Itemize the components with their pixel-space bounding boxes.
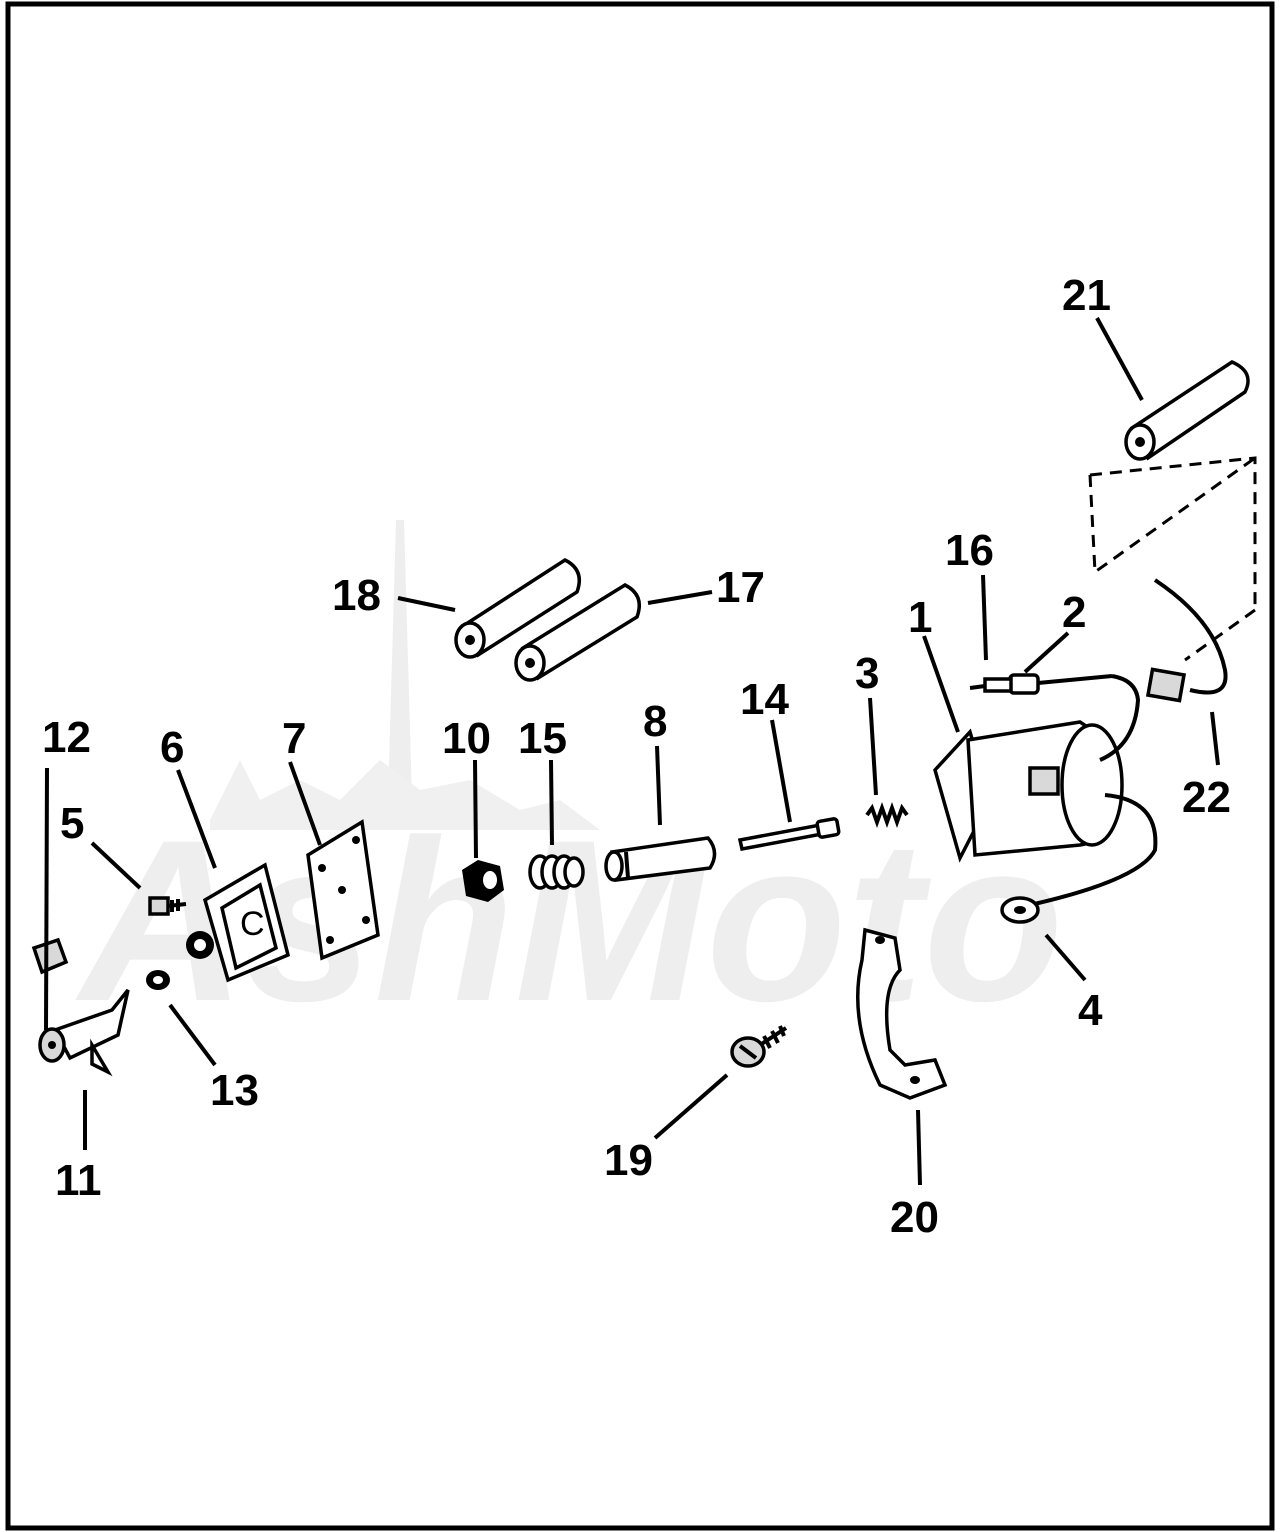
part-11-fitting xyxy=(38,988,130,1077)
part-19-bolt xyxy=(730,1025,788,1068)
label-part-6: 6 xyxy=(160,723,184,772)
label-part-7: 7 xyxy=(282,714,306,763)
part-labels: 21 18 17 16 2 1 3 14 8 10 15 7 6 12 5 22… xyxy=(42,271,1231,1242)
label-part-19: 19 xyxy=(604,1136,653,1185)
part-22-wire-connector xyxy=(1145,578,1228,703)
part-10-nut xyxy=(462,860,504,902)
label-part-13: 13 xyxy=(210,1066,259,1115)
leader-lines xyxy=(44,317,1220,1186)
part-5-screw xyxy=(148,896,187,916)
label-part-11: 11 xyxy=(55,1156,102,1205)
svg-text:C: C xyxy=(240,905,265,943)
part-18-tube xyxy=(454,557,581,659)
part-7-gasket xyxy=(306,819,380,961)
label-part-14: 14 xyxy=(740,675,789,724)
dashed-connector xyxy=(1088,456,1257,662)
label-part-8: 8 xyxy=(643,697,667,746)
label-part-3: 3 xyxy=(855,649,879,698)
label-part-5: 5 xyxy=(60,799,84,848)
label-part-12: 12 xyxy=(42,713,91,762)
part-8-sleeve xyxy=(604,836,717,882)
label-part-10: 10 xyxy=(442,714,491,763)
diagram-frame xyxy=(5,1,1275,1531)
label-part-20: 20 xyxy=(890,1193,939,1242)
label-part-17: 17 xyxy=(716,563,765,612)
watermark-spire xyxy=(388,520,412,800)
part-1-motor xyxy=(933,674,1158,907)
label-part-4: 4 xyxy=(1078,986,1103,1035)
part-2-16-connector xyxy=(969,673,1113,695)
label-part-2: 2 xyxy=(1062,588,1086,637)
part-6-cover: C xyxy=(186,862,291,983)
part-17-tube xyxy=(514,582,641,682)
label-part-22: 22 xyxy=(1182,773,1231,822)
label-part-16: 16 xyxy=(945,526,994,575)
part-15-spring xyxy=(528,854,585,890)
label-part-18: 18 xyxy=(332,571,381,620)
part-12-cap xyxy=(31,937,69,975)
part-4-ring-terminal xyxy=(1000,896,1040,924)
part-3-spring xyxy=(865,802,909,828)
part-14-pin xyxy=(737,817,841,852)
label-part-15: 15 xyxy=(518,714,567,763)
label-part-1: 1 xyxy=(908,593,932,642)
part-13-washer xyxy=(146,970,170,990)
part-20-clamp xyxy=(856,927,948,1100)
part-21-tube xyxy=(1124,360,1250,461)
label-part-21: 21 xyxy=(1062,271,1111,320)
